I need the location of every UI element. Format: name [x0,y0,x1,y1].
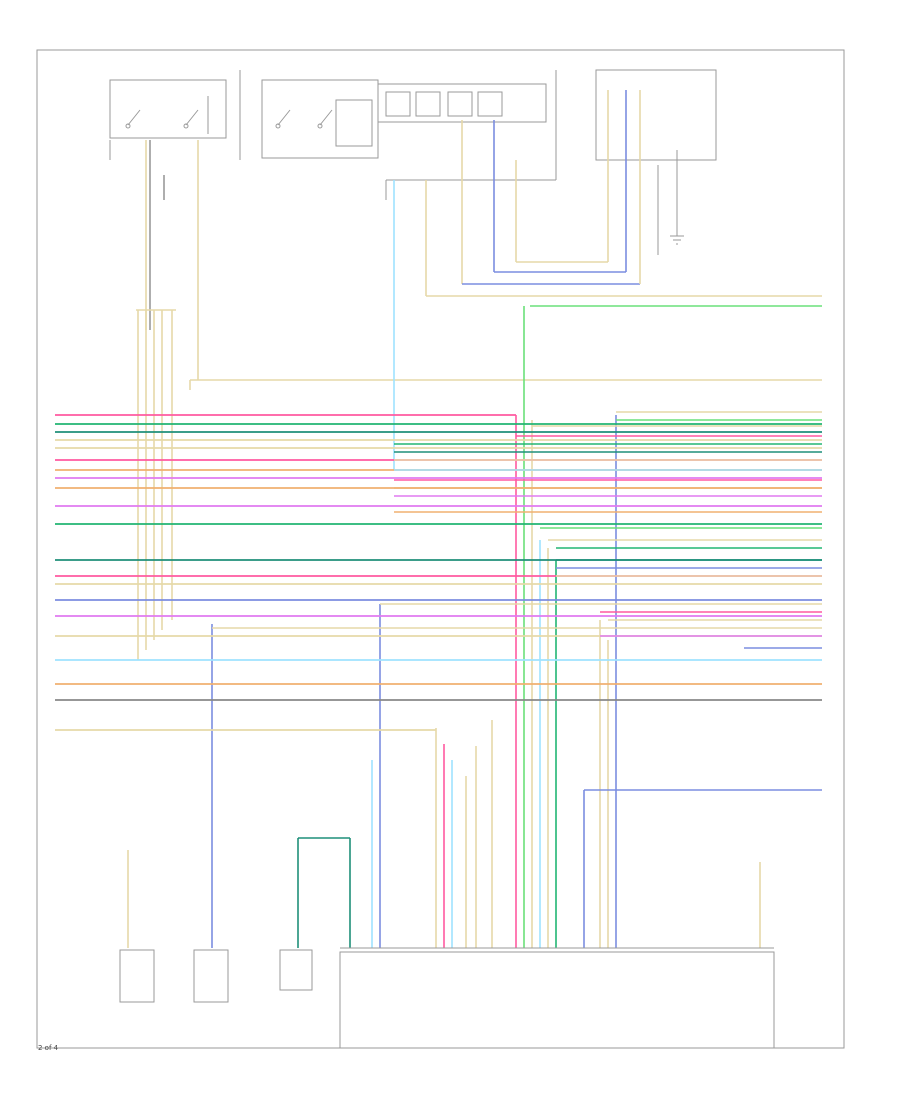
pcm-connector-box [339,951,775,1049]
connector-box-top-right [595,69,717,161]
top-components [109,69,717,255]
top-right-harness [393,90,822,471]
diagram-frame [36,49,845,1049]
sensor-box-2 [193,949,229,1003]
bottom-components [119,947,775,1049]
sensor-box-1 [119,949,155,1003]
right-wire-group [212,411,822,791]
top-left-harness [136,140,822,660]
relay-box-left [109,79,227,139]
left-wire-group [55,414,822,731]
sensor-box-3 [279,949,313,991]
page-number: 2 of 4 [38,1044,59,1052]
vertical-trunk [127,306,761,948]
